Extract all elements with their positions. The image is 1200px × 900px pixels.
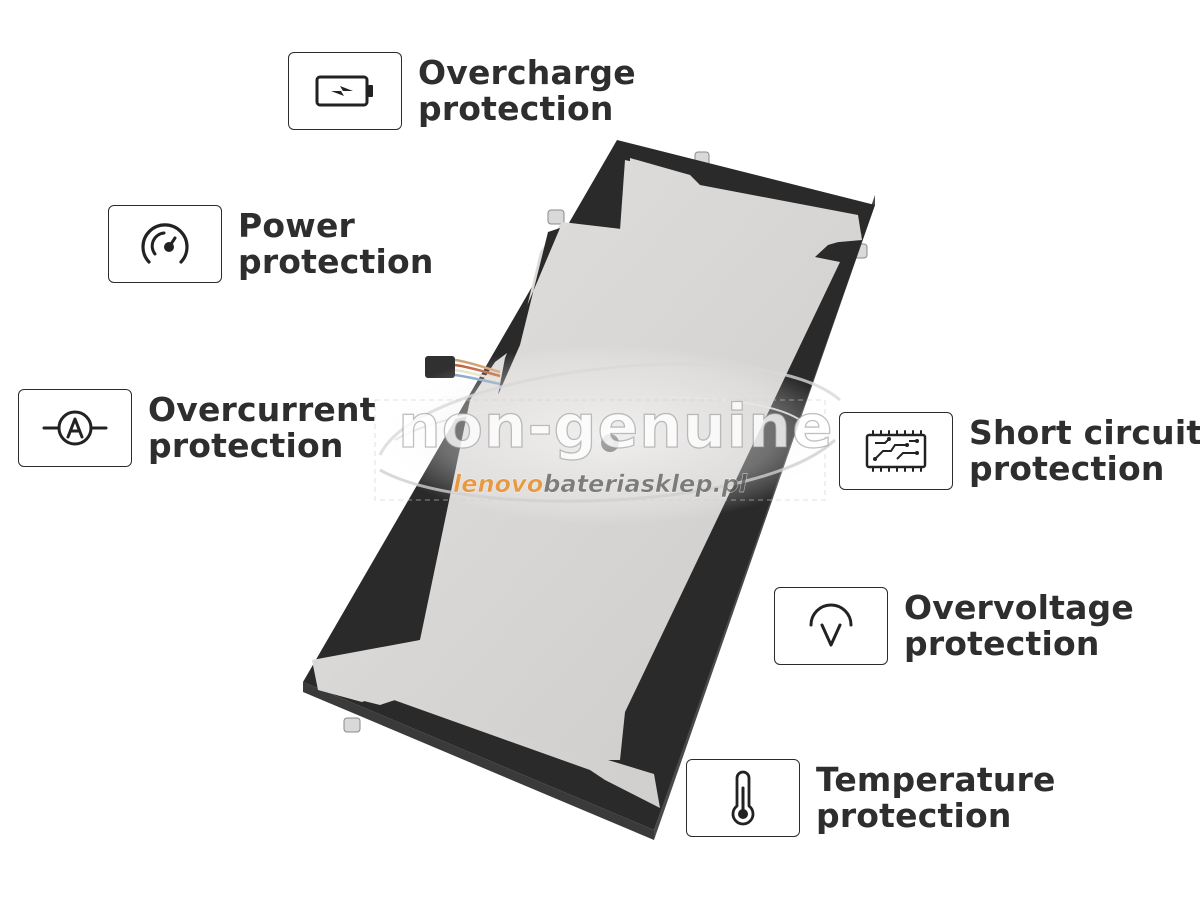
- gauge-icon: [141, 223, 189, 264]
- feature-power-title: Power: [238, 206, 355, 245]
- feature-overvoltage: Overvoltage protection: [774, 587, 1134, 665]
- feature-overcharge-icon-box: [288, 52, 402, 130]
- feature-temperature-subtitle: protection: [816, 796, 1012, 835]
- circuit-board-icon: [865, 430, 927, 472]
- feature-overvoltage-icon-box: [774, 587, 888, 665]
- feature-short-circuit: Short circuit protection: [839, 412, 1200, 490]
- ammeter-icon: [42, 410, 108, 446]
- feature-short-circuit-icon-box: [839, 412, 953, 490]
- feature-overcurrent-subtitle: protection: [148, 426, 344, 465]
- watermark-site-domain: bateriasklep.pl: [543, 470, 748, 498]
- watermark-text: non-genuine: [397, 391, 834, 462]
- watermark-swirl: [370, 345, 846, 525]
- feature-overcharge-subtitle: protection: [418, 89, 614, 128]
- feature-short-circuit-title: Short circuit: [969, 413, 1200, 452]
- feature-overvoltage-title: Overvoltage: [904, 588, 1134, 627]
- watermark-site: lenovobateriasklep.pl: [400, 470, 800, 498]
- feature-overcharge-title: Overcharge: [418, 53, 636, 92]
- feature-overcurrent-icon-box: [18, 389, 132, 467]
- feature-temperature: Temperature protection: [686, 759, 1056, 837]
- feature-power-icon-box: [108, 205, 222, 283]
- feature-short-circuit-subtitle: protection: [969, 449, 1165, 488]
- thermometer-icon: [731, 770, 755, 826]
- voltmeter-icon: [809, 603, 853, 647]
- battery-bolt-icon: [315, 75, 373, 107]
- feature-temperature-icon-box: [686, 759, 800, 837]
- feature-overvoltage-subtitle: protection: [904, 624, 1100, 663]
- feature-power-subtitle: protection: [238, 242, 434, 281]
- feature-overcurrent: Overcurrent protection: [18, 389, 376, 467]
- feature-temperature-title: Temperature: [816, 760, 1056, 799]
- feature-power: Power protection: [108, 205, 434, 283]
- watermark-site-brand: lenovo: [452, 470, 544, 498]
- feature-overcurrent-title: Overcurrent: [148, 390, 376, 429]
- feature-overcharge: Overcharge protection: [288, 52, 636, 130]
